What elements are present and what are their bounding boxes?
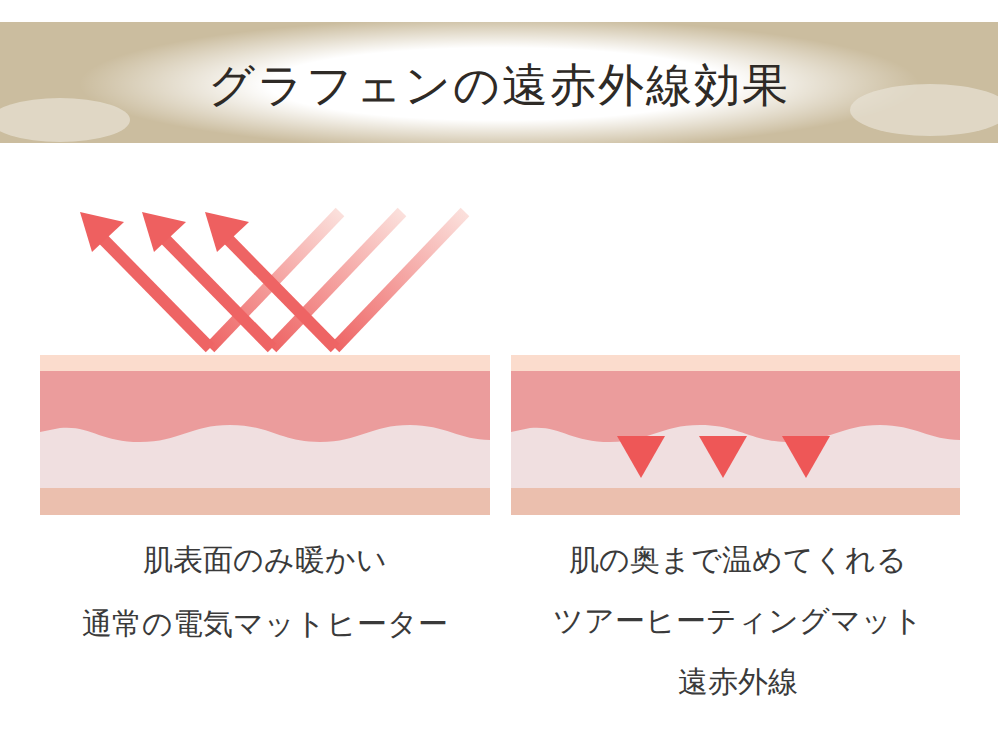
penetrating-ray — [641, 208, 806, 440]
caption-text: 肌の奥まで温めてくれる — [569, 540, 907, 581]
caption-text: 肌表面のみ暖かい — [143, 540, 387, 581]
title: グラフェンの遠赤外線効果 — [208, 55, 790, 117]
arrowhead — [80, 212, 249, 252]
skin-layers — [40, 355, 490, 515]
caption-text: 通常の電気マットヒーター — [82, 604, 448, 645]
caption-text: ツアーヒーティングマット — [553, 601, 923, 642]
arrowhead — [617, 436, 830, 478]
cloud — [850, 84, 998, 136]
caption-text: 遠赤外線 — [678, 662, 798, 703]
reflected-ray — [100, 212, 465, 348]
skin-layers — [511, 355, 960, 515]
banner-glow — [79, 18, 919, 150]
cloud — [0, 98, 130, 142]
